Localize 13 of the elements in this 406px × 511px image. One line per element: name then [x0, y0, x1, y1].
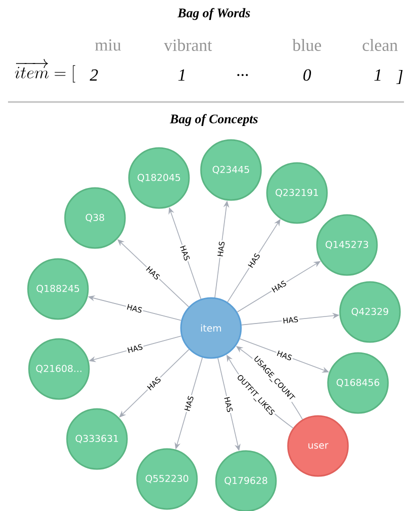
vector-value: 0 [303, 69, 312, 81]
vector-value: 1 [178, 69, 184, 81]
heading: Bag of Words [178, 8, 250, 20]
column-word: blue [292, 39, 322, 51]
vector-value: 1 [374, 69, 380, 81]
vector-formula: $\overrightarrow{item} = [$ [15, 59, 76, 82]
column-word: clean [362, 39, 398, 51]
column-word: vibrant [164, 39, 212, 51]
vector-value: ] [396, 70, 403, 84]
column-word: miu [95, 39, 121, 51]
heading: Bag of Concepts [170, 114, 258, 126]
vector-value: ... [237, 74, 248, 76]
vector-value: 2 [90, 69, 98, 81]
